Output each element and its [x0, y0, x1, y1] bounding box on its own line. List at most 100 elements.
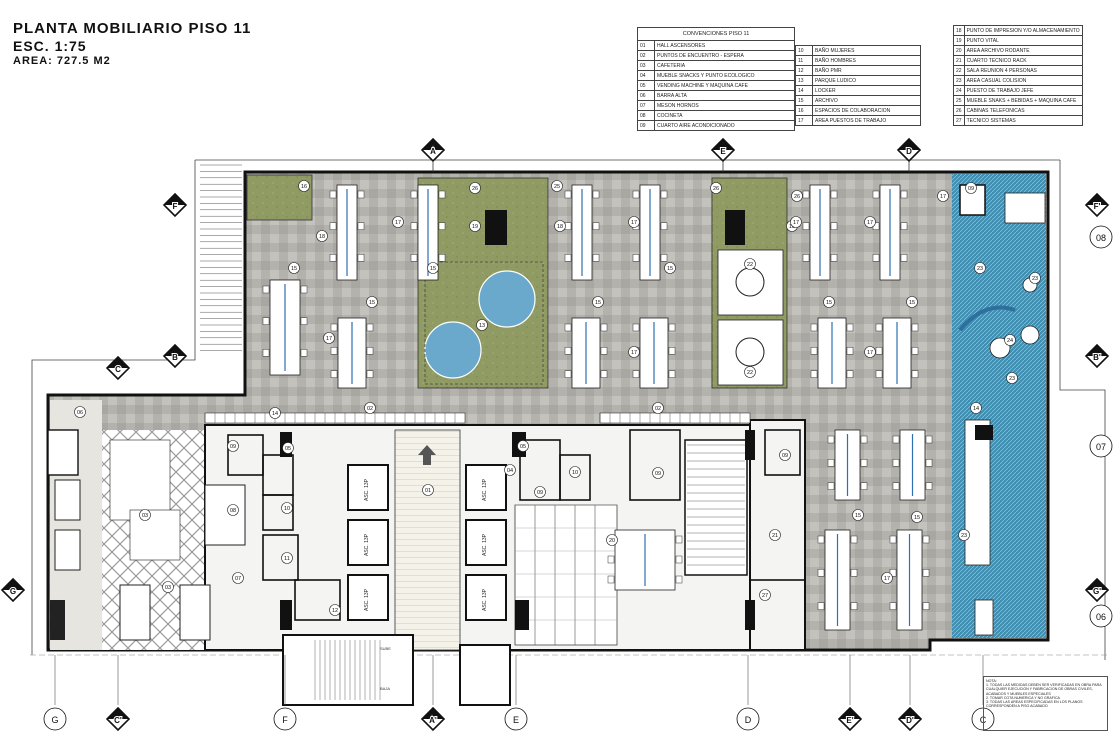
workstation-group: [802, 184, 838, 281]
room-number-tag: 15: [911, 511, 923, 523]
room-number-tag: 18: [554, 220, 566, 232]
axis-letter: D': [906, 716, 914, 725]
axis-letter: D: [906, 147, 912, 156]
room-number: 13: [479, 323, 485, 329]
room-number: 17: [867, 220, 873, 226]
room-number-tag: 17: [864, 346, 876, 358]
axis-letter: B': [1093, 353, 1101, 362]
room-number-tag: 10: [281, 502, 293, 514]
room-number-tag: 05: [517, 440, 529, 452]
room-number: 25: [554, 184, 560, 190]
room-number: 09: [655, 471, 661, 477]
room-number: 15: [369, 300, 375, 306]
room-number: 04: [507, 468, 513, 474]
room-number-tag: 22: [744, 258, 756, 270]
note-line: 2. TOMAR COTA NUMERICA Y NO GRAFICA: [986, 695, 1060, 700]
elevator-label: ASC. 13P: [364, 533, 370, 556]
room-number: 24: [1007, 338, 1013, 344]
elevator-label: ASC. 13P: [482, 533, 488, 556]
room-number-tag: 17: [864, 216, 876, 228]
workstation-group: [607, 529, 683, 591]
workstation-group: [872, 184, 908, 281]
room-number-tag: 02: [364, 402, 376, 414]
room-number: 26: [713, 186, 719, 192]
note-line: CORRESPONDEN A PISO ACABADO: [986, 704, 1048, 709]
workstation-group: [632, 317, 676, 389]
room-number: 12: [332, 608, 338, 614]
room-number-tag: 26: [791, 190, 803, 202]
room-number: 26: [472, 186, 478, 192]
workstation-group: [329, 184, 365, 281]
room-number-tag: 23: [958, 529, 970, 541]
workstation-group: [817, 529, 858, 631]
room-number: 17: [793, 220, 799, 226]
axis-marker-bottom: E: [504, 707, 528, 731]
ludic-pool-right: [478, 270, 536, 328]
convention-label: CUARTO AIRE ACONDICIONADO: [654, 120, 795, 131]
notes-box: NOTA: 1. TODAS LAS MEDIDAS DEBEN SER VER…: [983, 676, 1108, 731]
stair-up-label: SUBE: [380, 646, 391, 651]
axis-marker-right: F': [1084, 192, 1110, 218]
room-number-tag: 15: [427, 262, 439, 274]
casual-area-floor: [952, 174, 1046, 638]
elevator: [465, 574, 507, 621]
axis-marker-bottom: A': [420, 706, 446, 732]
room-number: 22: [747, 262, 753, 268]
room-number-tag: 19: [469, 220, 481, 232]
axis-number-right: 07: [1089, 434, 1113, 458]
axis-label: 08: [1096, 233, 1106, 243]
elevator-label: ASC. 13P: [364, 588, 370, 611]
room-number-tag: 10: [569, 466, 581, 478]
axis-number-right: 08: [1089, 225, 1113, 249]
notes-heading: NOTA:: [986, 679, 997, 683]
axis-letter: G': [1093, 587, 1101, 596]
room-number: 06: [77, 410, 83, 416]
room-number: 14: [973, 406, 979, 412]
room-number: 23: [1032, 276, 1038, 282]
room-number-tag: 02: [652, 402, 664, 414]
room-number-tag: 04: [504, 464, 516, 476]
axis-marker-right: G': [1084, 577, 1110, 603]
room-number: 17: [940, 194, 946, 200]
room-number-tag: 23: [974, 262, 986, 274]
room-number: 17: [884, 576, 890, 582]
room-number-tag: 17: [392, 216, 404, 228]
elevator: [347, 464, 389, 511]
room-number: 07: [235, 576, 241, 582]
axis-marker-bottom: G: [43, 707, 67, 731]
room-number: 09: [537, 490, 543, 496]
room-number-tag: 26: [469, 182, 481, 194]
axis-letter: G: [10, 587, 16, 596]
room-number: 27: [762, 593, 768, 599]
room-number: 05: [285, 446, 291, 452]
room-number: 03: [165, 585, 171, 591]
axis-marker-left: F: [162, 192, 188, 218]
plan-title: PLANTA MOBILIARIO PISO 11: [13, 20, 252, 37]
room-number-tag: 09: [652, 467, 664, 479]
room-number-tag: 09: [534, 486, 546, 498]
note-line: CUALQUIER EJECUCION Y FABRICACION DE OBR…: [986, 687, 1093, 692]
axis-label: F: [282, 715, 288, 725]
room-number-tag: 09: [965, 182, 977, 194]
elevator: [347, 519, 389, 566]
axis-marker-top: A: [420, 137, 446, 163]
room-number-tag: 12: [329, 604, 341, 616]
room-number-tag: 23: [1029, 272, 1041, 284]
room-number-tag: 17: [937, 190, 949, 202]
room-number: 20: [609, 538, 615, 544]
room-number-tag: 09: [779, 449, 791, 461]
room-number: 15: [291, 266, 297, 272]
room-number-tag: 03: [139, 509, 151, 521]
room-number: 15: [430, 266, 436, 272]
room-number-tag: 18: [316, 230, 328, 242]
axis-marker-bottom: D': [897, 706, 923, 732]
room-number: 15: [914, 515, 920, 521]
locker-row-right: [599, 412, 751, 424]
axis-letter: A': [429, 716, 437, 725]
room-number: 18: [557, 224, 563, 230]
axis-label: G: [51, 715, 58, 725]
